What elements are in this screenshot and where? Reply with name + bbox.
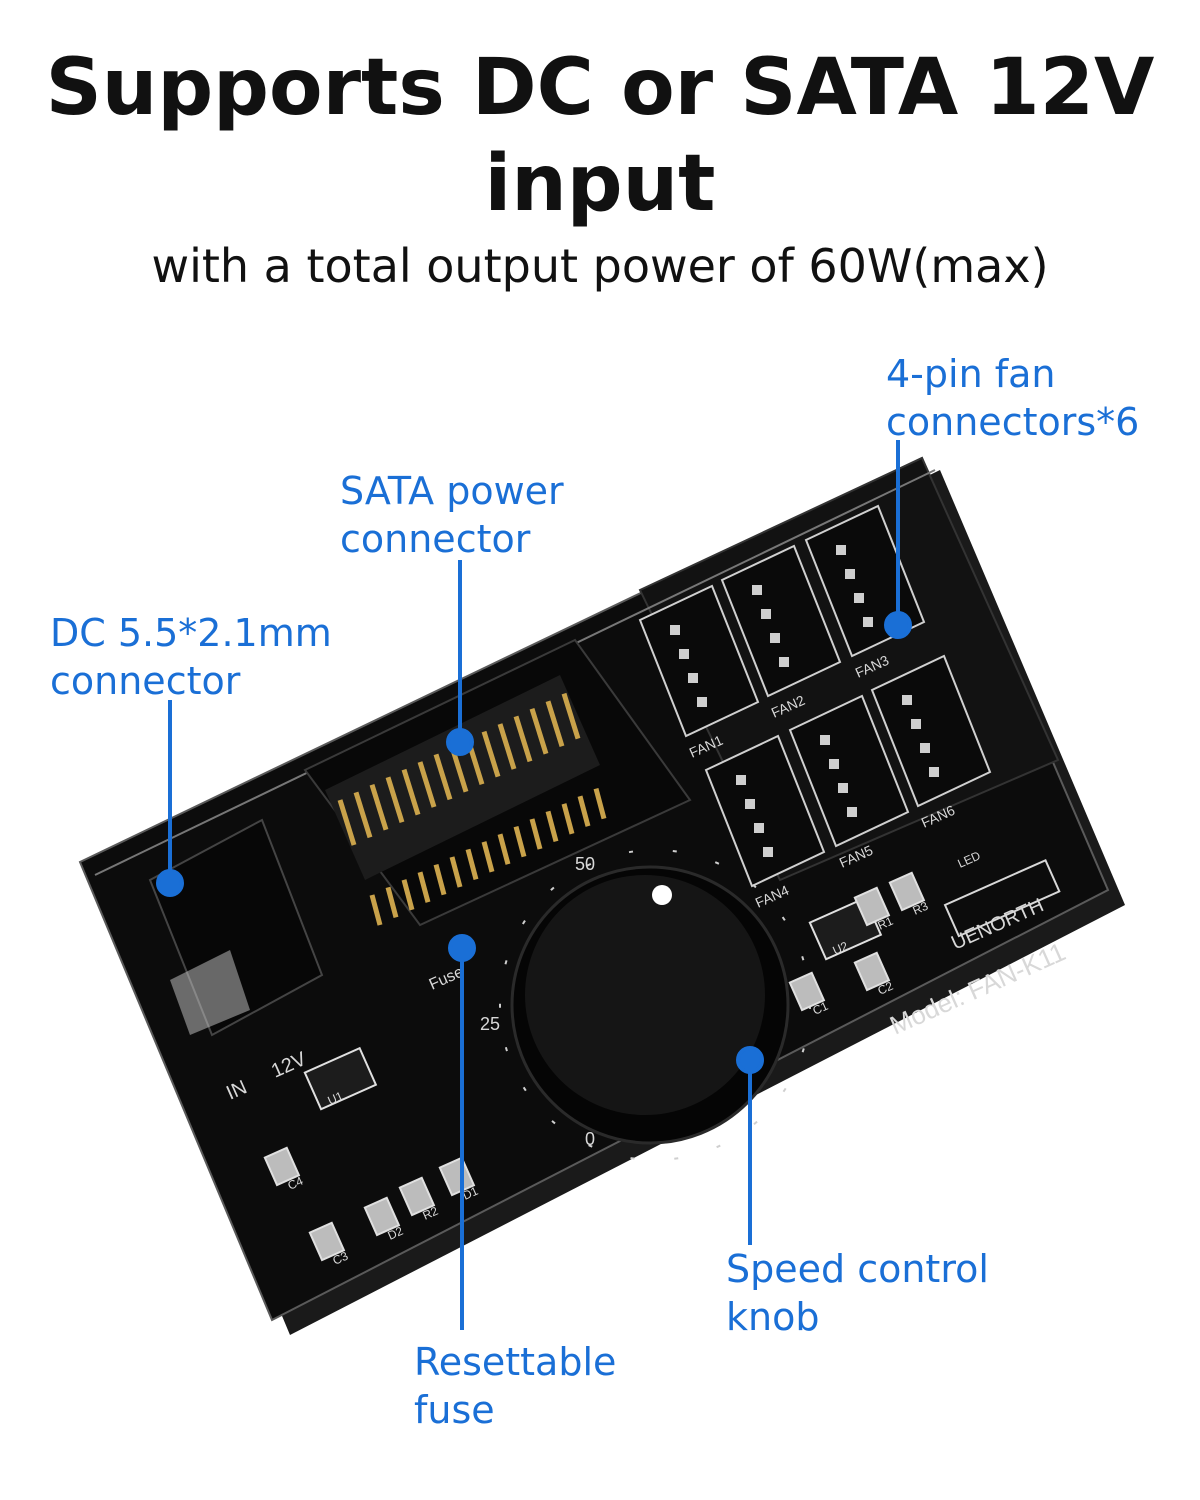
page-subtitle: with a total output power of 60W(max): [151, 239, 1049, 293]
sata-connector: [303, 638, 692, 927]
sata-pin: [497, 723, 517, 770]
component-r1: R1: [853, 886, 896, 933]
sata-pin: [417, 871, 431, 903]
svg-text:R1: R1: [876, 914, 896, 933]
callout-fan-connectors: 4-pin fan connectors*6: [886, 350, 1139, 446]
callout-sata-connector: SATA power connector: [340, 467, 564, 563]
sata-pin: [337, 799, 357, 846]
sata-pin: [385, 776, 405, 823]
sata-pin: [465, 848, 479, 881]
dial-mark-50: 50: [575, 854, 595, 874]
sata-pin: [433, 753, 453, 801]
callout-fan-line-1: 4-pin fan: [886, 352, 1056, 396]
knob-callout-dot: [736, 1046, 764, 1074]
sata-pin: [433, 863, 447, 896]
callout-speed-knob: Speed control knob: [726, 1245, 989, 1341]
sata-pin: [593, 787, 607, 820]
svg-text:C1: C1: [811, 999, 831, 1018]
dial-mark-25: 25: [480, 1014, 500, 1034]
component-u1: U1: [303, 1046, 378, 1111]
component-c3: C3: [308, 1221, 351, 1268]
sata-pin: [481, 841, 495, 873]
sata-pin: [513, 825, 527, 858]
sata-pin: [353, 791, 373, 839]
dial-mark-0: 0: [585, 1129, 595, 1149]
sata-pin: [529, 708, 549, 755]
component-c4: C4: [263, 1146, 306, 1193]
svg-text:R3: R3: [911, 899, 931, 918]
page-title-line-1: Supports DC or SATA 12V: [45, 43, 1155, 133]
sata-pin: [561, 692, 581, 740]
sata-pin: [481, 730, 501, 778]
svg-text:C4: C4: [286, 1174, 306, 1193]
dc-jack: [148, 818, 324, 1037]
dc-callout-dot: [156, 869, 184, 897]
sata-pin: [417, 761, 437, 808]
svg-text:R2: R2: [421, 1204, 441, 1223]
sata-pin: [369, 894, 383, 926]
callout-dc-line-2: connector: [50, 659, 241, 703]
component-r3: R3: [888, 871, 931, 918]
sata-pin: [369, 784, 389, 831]
svg-text:C3: C3: [331, 1249, 351, 1268]
sata-pin: [449, 856, 463, 888]
sata-pin: [561, 803, 575, 835]
component-d2: D2: [363, 1196, 406, 1243]
fan-callout-dot: [884, 611, 912, 639]
sata-pin: [545, 810, 559, 843]
callout-fan-line-2: connectors*6: [886, 400, 1140, 444]
svg-text:D1: D1: [461, 1184, 481, 1203]
callout-knob-line-1: Speed control: [726, 1247, 989, 1291]
component-r2: R2: [398, 1176, 441, 1223]
component-c1: C1: [788, 971, 831, 1018]
sata-pin: [577, 795, 591, 827]
sata-pin: [497, 833, 511, 865]
sata-pin: [545, 700, 565, 747]
fan-header-2: FAN2: [720, 544, 842, 721]
fuse-callout-dot: [448, 934, 476, 962]
callout-knob-line-2: knob: [726, 1295, 820, 1339]
callout-sata-line-1: SATA power: [340, 469, 564, 513]
callout-sata-line-2: connector: [340, 517, 531, 561]
svg-text:U2: U2: [831, 939, 851, 958]
sata-pin: [513, 715, 533, 763]
sata-pin: [401, 768, 421, 816]
svg-text:C2: C2: [876, 979, 896, 998]
callout-dc-connector: DC 5.5*2.1mm connector: [50, 609, 332, 705]
svg-text:D2: D2: [386, 1224, 406, 1243]
callout-fuse-line-1: Resettable: [414, 1340, 617, 1384]
component-c2: C2: [853, 951, 896, 998]
callout-dc-line-1: DC 5.5*2.1mm: [50, 611, 332, 655]
callout-fuse-line-2: fuse: [414, 1388, 495, 1432]
sata-pin: [529, 818, 543, 850]
sata-callout-dot: [446, 728, 474, 756]
sata-pin: [401, 879, 415, 911]
speed-dial: [499, 849, 811, 1161]
page-title-line-2: input: [484, 139, 716, 229]
svg-text:U1: U1: [326, 1089, 346, 1108]
component-d1: D1: [438, 1156, 481, 1203]
sata-pin: [385, 886, 399, 919]
callout-resettable-fuse: Resettable fuse: [414, 1338, 616, 1434]
